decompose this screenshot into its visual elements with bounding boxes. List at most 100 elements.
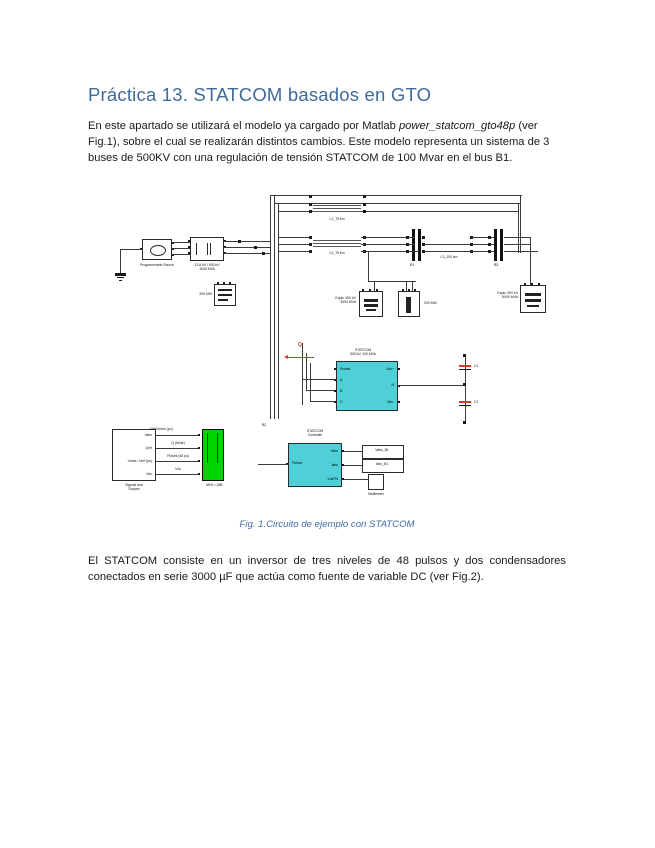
wire-statcom-a xyxy=(302,379,334,380)
wire-tag-iabc xyxy=(344,465,362,466)
intro-text-a: En este apartado se utilizará el modelo … xyxy=(88,120,399,132)
intro-text-b: (ver Fig.1), sobre el cual se realizarán… xyxy=(88,120,550,165)
wire-sig-1 xyxy=(156,435,200,436)
label-transformer: 13.8 kV / 500 kV 1000 MVA xyxy=(194,263,220,272)
label-wire-pulses: Pulses (48 pu) xyxy=(167,454,189,458)
line-l2-strand1 xyxy=(313,240,361,241)
capacitor-c1-plate-bottom xyxy=(459,369,471,370)
equiv-b3-icon-1 xyxy=(525,293,541,296)
wire-xfmr-b1-a xyxy=(224,241,270,242)
wire-l3-c xyxy=(424,251,478,252)
wire-l2-b2-c xyxy=(361,251,419,252)
wire-l2-b2-b xyxy=(361,244,415,245)
block-statcom-controller[interactable] xyxy=(288,443,342,487)
wire-b3-tie-1 xyxy=(520,195,521,253)
wire-src-xfmr-c xyxy=(172,254,190,255)
wire-b1-trunk-b xyxy=(274,195,275,419)
load-icon-bar2 xyxy=(218,294,232,296)
signals-port-vdc: Vdc xyxy=(146,472,152,476)
capacitor-c2-plate-bottom xyxy=(459,405,471,406)
ground-symbol-3 xyxy=(119,280,122,281)
label-bus-b2: B1 xyxy=(410,263,415,267)
block-statcom[interactable] xyxy=(336,361,398,411)
wire-top-rail-2 xyxy=(274,203,520,204)
transformer-winding2-icon xyxy=(210,243,219,255)
label-statcom-controller: STATCOM Controller xyxy=(306,429,324,438)
wire-sig-2 xyxy=(156,448,200,449)
wire-top-rail-1 xyxy=(270,195,522,196)
label-load-200mw-left: 200 MW xyxy=(199,292,212,296)
equiv-b3-icon-3 xyxy=(527,305,539,307)
q-arrow-shaft xyxy=(288,357,314,358)
block-multimeter[interactable] xyxy=(368,474,384,490)
equiv-b3-icon-2 xyxy=(525,299,541,302)
block-multimeter-scope[interactable] xyxy=(202,429,224,481)
signals-port-vabc: Vabc xyxy=(144,433,152,437)
wire-l2-b2-a xyxy=(361,237,415,238)
wire-b1-trunk-c xyxy=(278,203,279,419)
wire-statcom-feed-v2 xyxy=(306,353,307,391)
wire-b1-l2-b xyxy=(278,244,310,245)
wire-source-ground-h xyxy=(120,249,142,250)
wire-l3-b3-a xyxy=(472,237,496,238)
label-equiv-b3: Equiv. 500 kV 6000 MVA xyxy=(497,291,518,300)
label-wire-vdc: Vdc xyxy=(175,467,181,471)
wire-tag-multimeter xyxy=(344,479,368,480)
line-l1-strand2 xyxy=(313,208,361,209)
label-signals-scopes: Signals and Scopes xyxy=(125,483,143,492)
source-symbol-icon xyxy=(150,245,166,256)
block-transformer[interactable] xyxy=(190,237,224,261)
statcom-description-paragraph: El STATCOM consiste en un inversor de tr… xyxy=(88,555,566,584)
load-icon-bar3 xyxy=(218,299,228,301)
line-l2-strand2 xyxy=(313,243,361,244)
tag-iabc-b1[interactable] xyxy=(362,459,404,473)
signals-port-qref: Qref xyxy=(145,446,152,450)
equiv-b2-icon-2 xyxy=(364,304,378,307)
label-bus-b1: B2 xyxy=(262,423,267,427)
label-line-l2: L2_75 km xyxy=(329,251,345,255)
wire-dc-vertical xyxy=(465,355,466,423)
capacitor-c2-plate-top xyxy=(459,401,471,403)
wire-b2-down-1 xyxy=(368,251,369,281)
wire-b2-down-h xyxy=(368,281,416,282)
tag-vabc-b1[interactable] xyxy=(362,445,404,459)
bus-b2-bar1 xyxy=(412,229,415,261)
controller-port-pulses: Pulses xyxy=(292,461,303,465)
wire-statcom-c xyxy=(310,401,334,402)
controller-port-iabc: Iabc xyxy=(331,463,339,467)
wire-src-xfmr-b xyxy=(172,248,190,249)
wire-b1-trunk-a xyxy=(270,195,271,419)
bus-b3-bar1 xyxy=(494,229,497,261)
wire-b3-out-a xyxy=(504,237,530,238)
load-mid-icon xyxy=(406,297,411,313)
block-signals-scopes[interactable] xyxy=(112,429,156,481)
wire-sig-4 xyxy=(156,474,200,475)
wire-top-rail-3 xyxy=(278,211,518,212)
wire-statcom-feed-v3 xyxy=(310,363,311,402)
label-line-l3: L3_100 km xyxy=(440,255,458,259)
wire-tag-vabc xyxy=(344,451,362,452)
wire-b3-tie-2 xyxy=(518,203,519,253)
page-title: Práctica 13. STATCOM basados en GTO xyxy=(88,84,432,105)
transformer-winding-icon xyxy=(196,243,208,255)
wire-b2-load-a xyxy=(406,281,407,291)
wire-b2-load-b xyxy=(412,281,413,291)
wire-b1-l2-a xyxy=(278,237,310,238)
equiv-b2-icon-1 xyxy=(364,299,378,302)
wire-statcom-feed-v xyxy=(302,343,303,405)
statcom-port-vdcn: Vdc- xyxy=(387,400,394,404)
label-q-flow: Q xyxy=(298,342,302,348)
wire-source-ground-v xyxy=(120,249,121,273)
wire-b3-out-c xyxy=(504,251,538,252)
scope-trace-1 xyxy=(207,433,208,463)
label-cap-c1: C1 xyxy=(474,364,479,368)
statcom-port-b: B xyxy=(340,389,343,393)
label-multimeter-scope: 48*6 = 288 xyxy=(205,483,223,487)
statcom-port-a: A xyxy=(340,378,343,382)
wire-xfmr-b1-c xyxy=(224,253,270,254)
wire-statcom-b xyxy=(306,390,334,391)
model-name: power_statcom_gto48p xyxy=(398,120,516,132)
statcom-port-vdcp: Vdc+ xyxy=(386,367,394,371)
figure-caption: Fig. 1.Circuito de ejemplo con STATCOM xyxy=(239,519,415,530)
